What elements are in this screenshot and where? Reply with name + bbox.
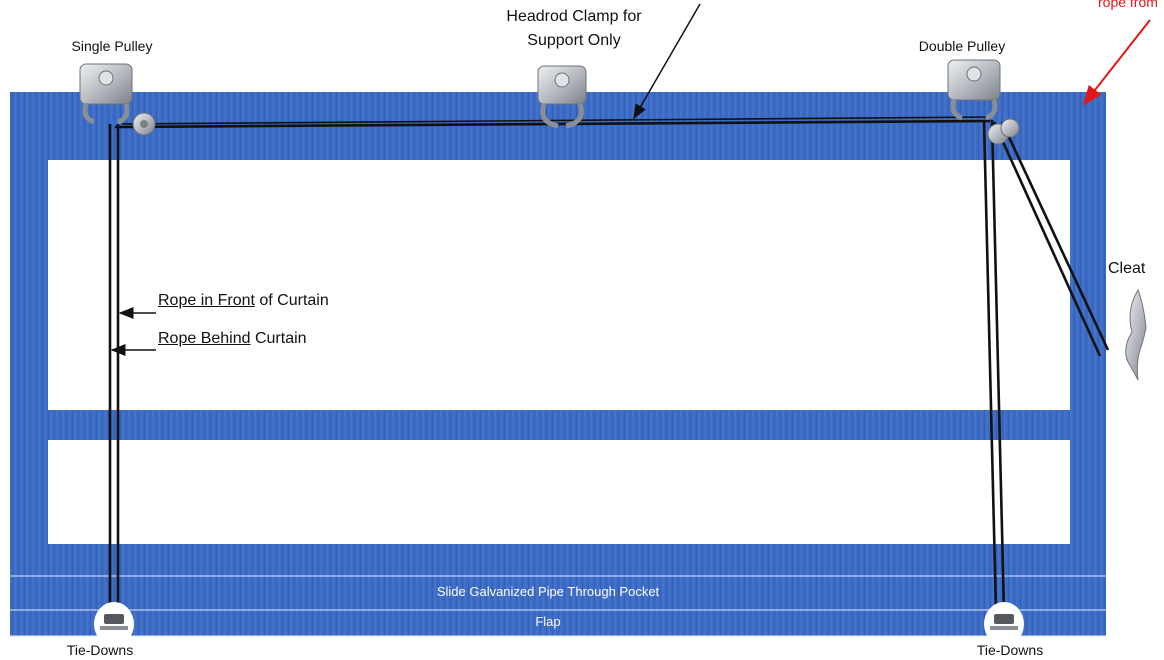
rope-to-cleat-2: [1000, 121, 1110, 351]
rope-behind-rest: Curtain: [250, 330, 307, 347]
rope-front-underlined: Rope in Front: [158, 292, 255, 309]
rope-to-cleat-1: [992, 121, 1102, 357]
headrod-arrow: [633, 3, 701, 120]
rope-right-front: [982, 119, 998, 613]
pipe-pocket-label: Slide Galvanized Pipe Through Pocket: [436, 584, 660, 599]
rope-behind-label: Rope Behind Curtain: [158, 330, 307, 348]
flap-label: Flap: [535, 614, 561, 629]
tie-down-icon: [94, 602, 134, 646]
tie-down-icon-right: [984, 602, 1024, 646]
rope-front-rest: of Curtain: [254, 292, 329, 309]
rope-right-behind: [990, 119, 1006, 613]
tie-downs-right-label: Tie-Downs: [976, 642, 1044, 658]
curtain-left-border: [10, 160, 48, 544]
rope-front-label: Rope in Front of Curtain: [158, 292, 329, 310]
rope-from-label: rope from: [1098, 0, 1158, 10]
curtain: [10, 92, 1106, 637]
single-pulley-label: Single Pulley: [71, 38, 153, 54]
rope-behind-underlined: Rope Behind: [158, 330, 251, 347]
curtain-bottom-band: [10, 544, 1106, 576]
double-pulley-icon: [947, 59, 1020, 145]
headrod-clamp-label-line2: Support Only: [527, 32, 621, 49]
flap-band: [10, 610, 1106, 636]
curtain-right-border: [1070, 160, 1106, 544]
tie-downs-left-label: Tie-Downs: [66, 642, 134, 658]
ropes: [108, 116, 1110, 613]
cleat-label: Cleat: [1108, 260, 1146, 277]
pipe-pocket: [10, 576, 1106, 610]
headrod-clamp-label-line1: Headrod Clamp for: [506, 8, 642, 25]
double-pulley-label: Double Pulley: [918, 38, 1006, 54]
curtain-middle-band: [10, 410, 1106, 440]
headrod-clamp-icon: [537, 65, 587, 129]
rope-from-arrow: [1082, 19, 1151, 106]
pulley-icon: [79, 63, 156, 136]
cleat-icon: [1125, 288, 1147, 381]
rope-top-run-2: [121, 116, 991, 125]
